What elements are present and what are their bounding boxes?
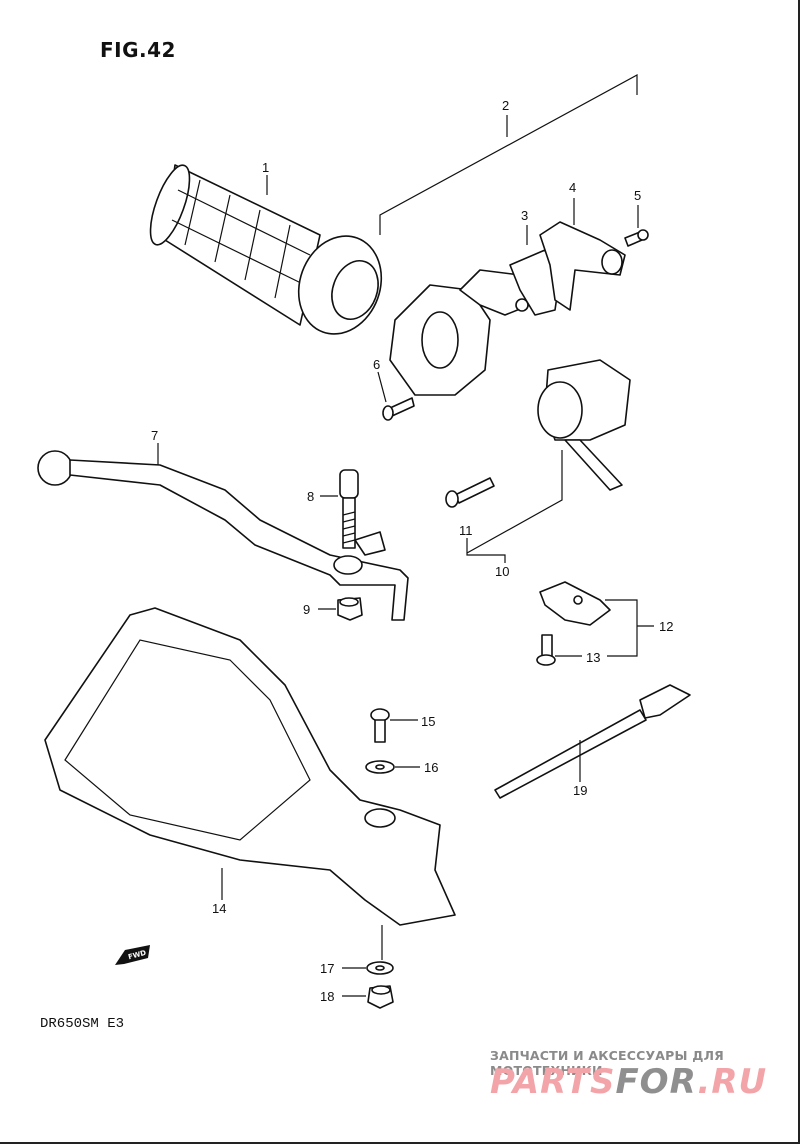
part-cable-guide[interactable] <box>509 221 626 316</box>
callout-numbers: 1 2 3 4 5 6 7 8 9 10 11 12 13 14 15 16 1… <box>151 98 673 1004</box>
part-screw-15[interactable] <box>370 708 390 743</box>
figure-title: FIG.42 <box>100 38 176 62</box>
part-washer-16[interactable] <box>365 760 395 774</box>
callout-3: 3 <box>521 208 528 223</box>
callout-17: 17 <box>320 961 334 976</box>
leader-lines <box>157 73 654 997</box>
part-switch[interactable] <box>537 359 631 491</box>
part-washer-17[interactable] <box>366 961 394 975</box>
callout-2: 2 <box>502 98 509 113</box>
part-screw-13[interactable] <box>536 634 556 666</box>
callout-1: 1 <box>262 160 269 175</box>
watermark-logo: PARTSFOR.RU <box>490 1062 768 1102</box>
callout-19: 19 <box>573 783 587 798</box>
part-nut-9[interactable] <box>337 597 363 621</box>
frame-border-bottom <box>0 1142 800 1144</box>
part-screw-5[interactable] <box>624 229 649 247</box>
callout-11: 11 <box>459 523 473 538</box>
part-cable-tie[interactable] <box>494 684 691 799</box>
part-screw-6[interactable] <box>382 397 415 421</box>
callout-7: 7 <box>151 428 158 443</box>
callout-16: 16 <box>424 760 438 775</box>
callout-6: 6 <box>373 357 380 372</box>
part-lever[interactable] <box>37 450 409 621</box>
part-nut-18[interactable] <box>367 985 394 1009</box>
callout-8: 8 <box>307 489 314 504</box>
callout-5: 5 <box>634 188 641 203</box>
part-screw-11[interactable] <box>445 477 495 508</box>
callout-12: 12 <box>659 619 673 634</box>
callout-4: 4 <box>569 180 576 195</box>
fwd-arrow-icon: FWD <box>115 945 150 965</box>
part-bolt-8[interactable] <box>339 469 359 549</box>
watermark-subtitle: ЗАПЧАСТИ И АКСЕССУАРЫ ДЛЯ МОТОТЕХНИКИ <box>490 1048 724 1078</box>
part-handguard[interactable] <box>44 607 456 926</box>
part-switch-bracket[interactable] <box>539 581 611 626</box>
callout-13: 13 <box>586 650 600 665</box>
callout-14: 14 <box>212 901 226 916</box>
part-grip[interactable] <box>142 161 394 346</box>
callout-18: 18 <box>320 989 334 1004</box>
model-label: DR650SM E3 <box>40 1016 125 1032</box>
callout-9: 9 <box>303 602 310 617</box>
callout-15: 15 <box>421 714 435 729</box>
frame-border <box>798 0 800 1144</box>
callout-10: 10 <box>495 564 509 579</box>
part-throttle-housing[interactable] <box>389 269 531 396</box>
